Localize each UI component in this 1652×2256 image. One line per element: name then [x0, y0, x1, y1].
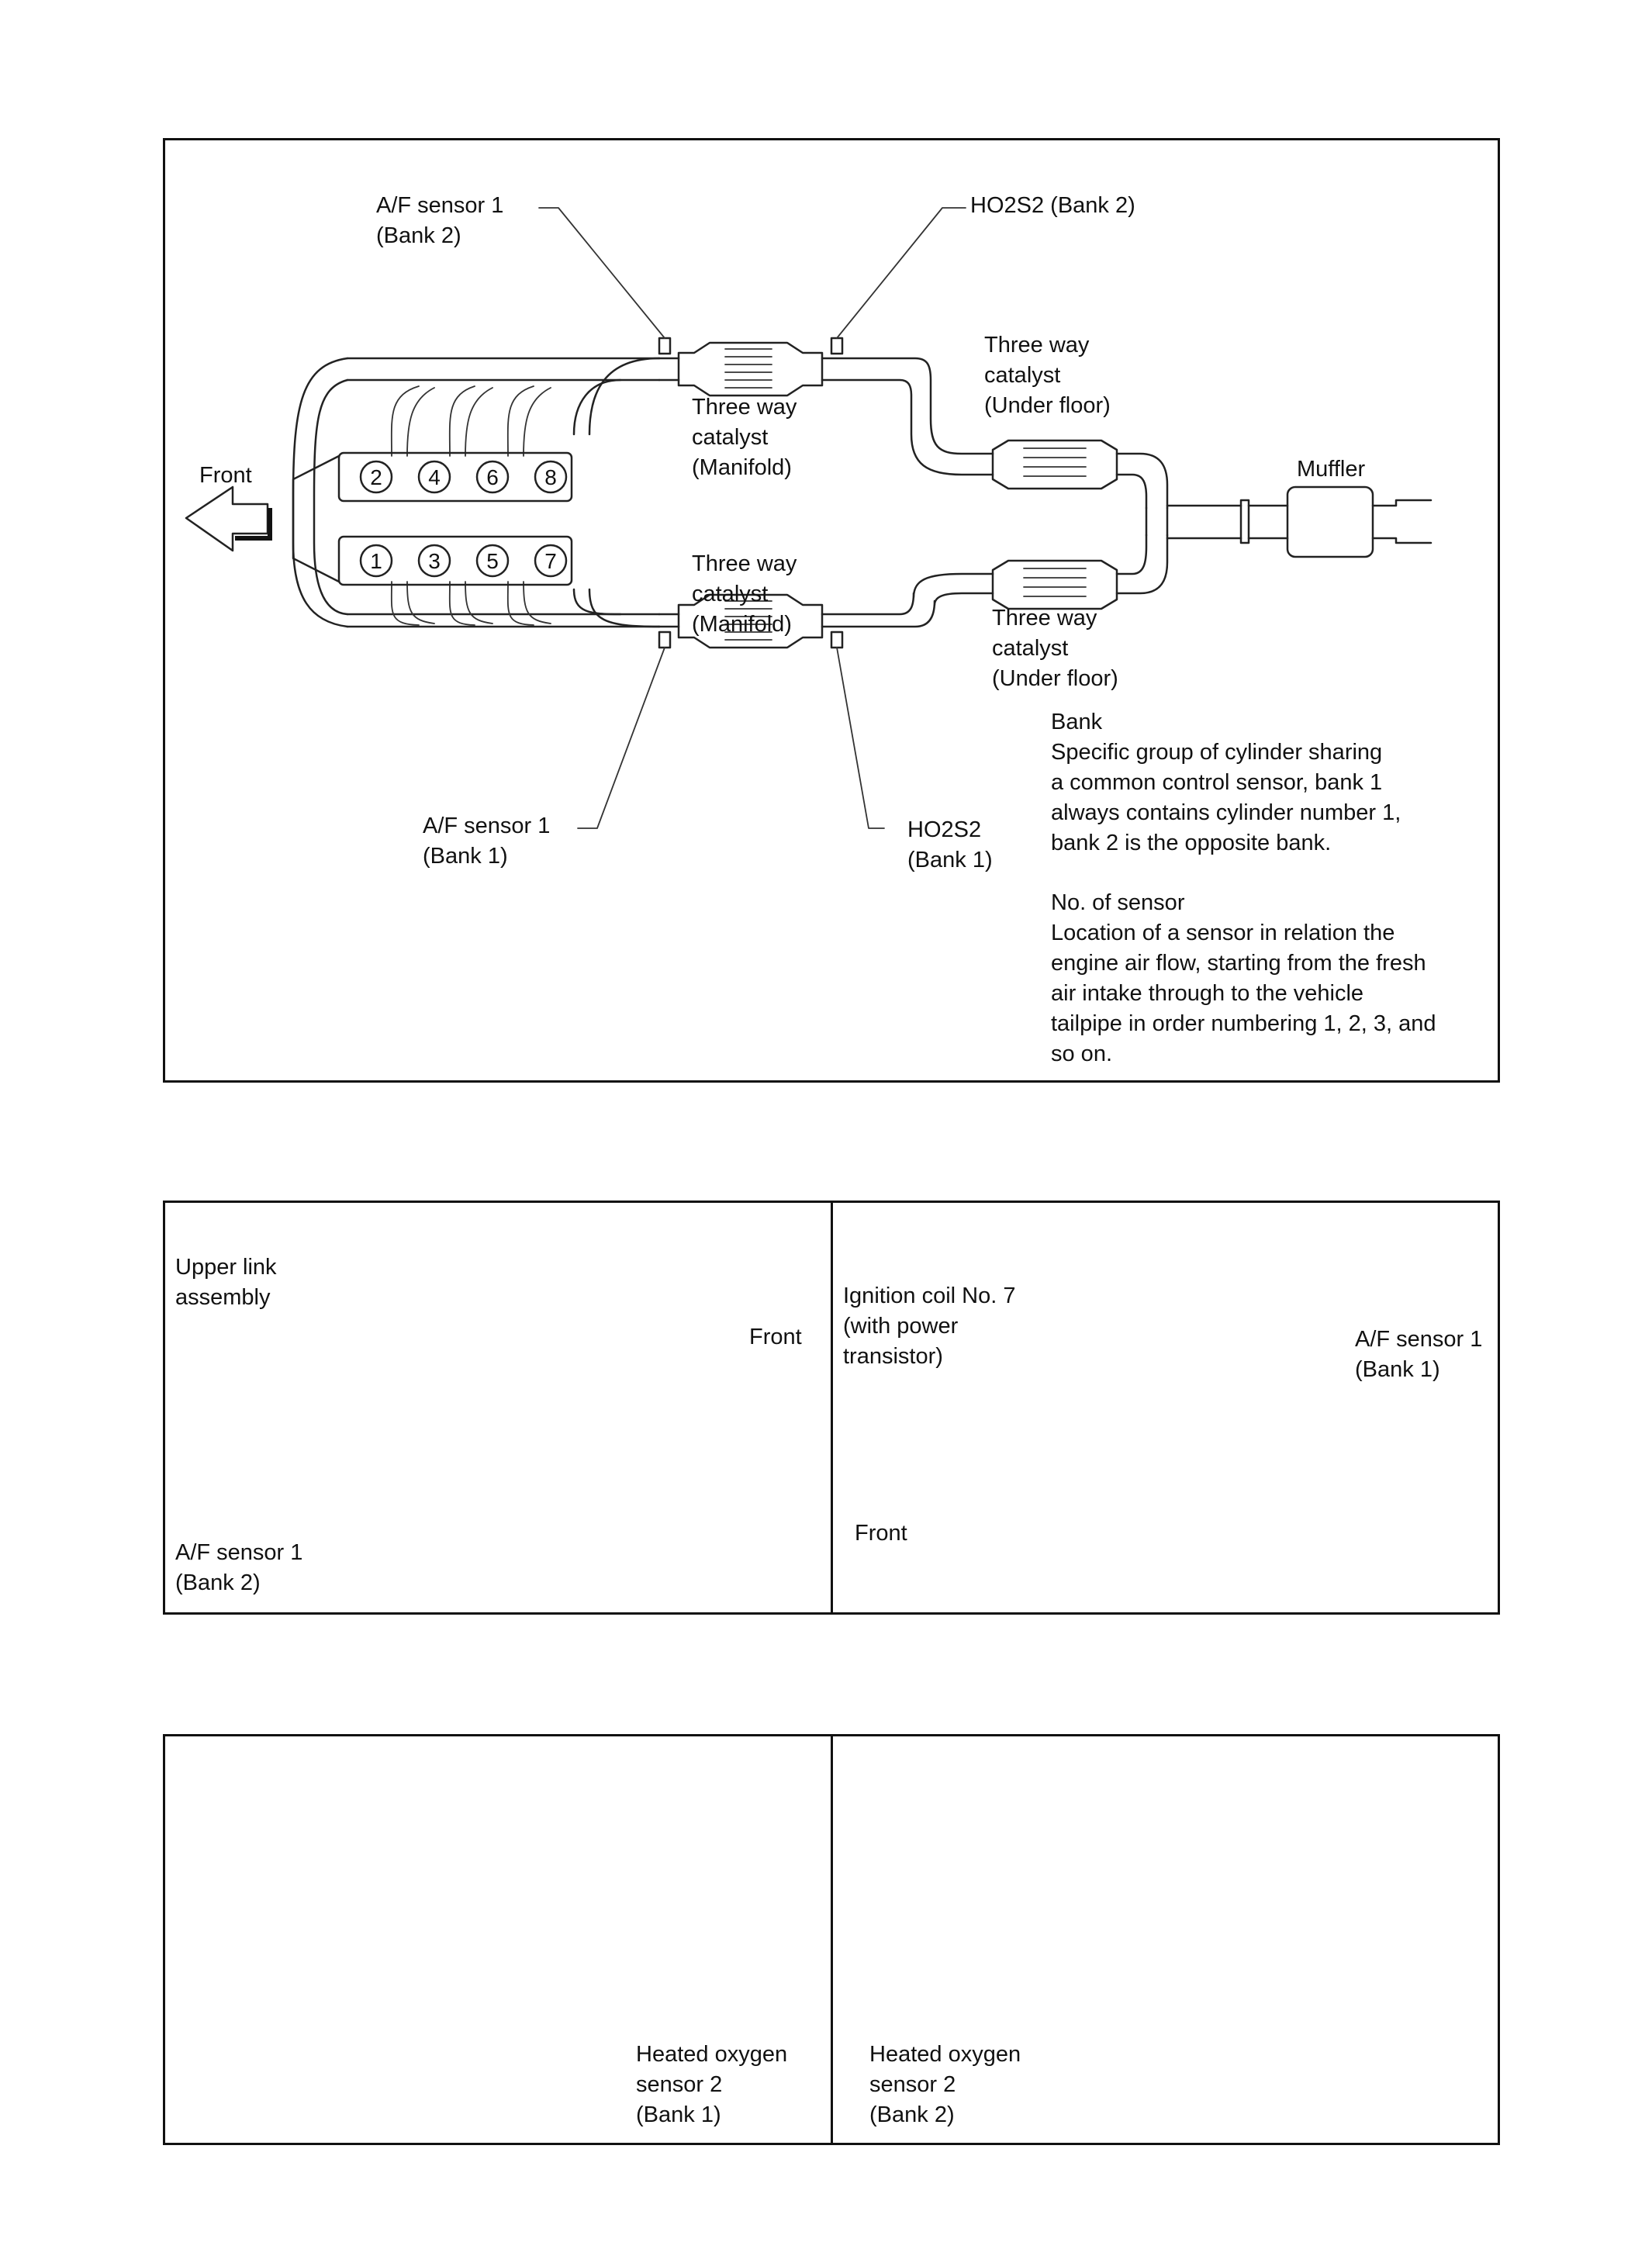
bottom-left-panel — [163, 1734, 833, 2145]
mid-left-front-label: Front — [749, 1325, 802, 1349]
catalyst-manifold-bank2-label: Three way catalyst (Manifold) — [692, 395, 797, 480]
af-sensor-bank2-label: A/F sensor 1 (Bank 2) — [376, 193, 504, 248]
cylinder-8-label: 8 — [544, 465, 557, 489]
ho2s2-bank2-label: HO2S2 (Bank 2) — [970, 193, 1135, 218]
heated-oxygen-sensor-bank1-label: Heated oxygen sensor 2 (Bank 1) — [636, 2042, 788, 2127]
cylinder-1-label: 1 — [370, 549, 382, 573]
cylinder-5-label: 5 — [486, 549, 499, 573]
mid-right-front-label: Front — [855, 1521, 907, 1546]
sensor-number-definition-note: No. of sensor Location of a sensor in re… — [1051, 890, 1436, 1066]
mid-right-panel — [831, 1201, 1500, 1615]
ho2s2-bank1-label: HO2S2 (Bank 1) — [907, 817, 993, 872]
cylinder-2 — [359, 460, 393, 494]
cylinder-4-label: 4 — [428, 465, 441, 489]
heated-oxygen-sensor-bank2-label: Heated oxygen sensor 2 (Bank 2) — [869, 2042, 1021, 2127]
exhaust-layout-diagram — [163, 138, 1500, 1083]
cylinder-7 — [534, 544, 568, 578]
cylinder-6-label: 6 — [486, 465, 499, 489]
catalyst-manifold-bank1-label: Three way catalyst (Manifold) — [692, 551, 797, 637]
bank1-exhaust-pipe — [658, 534, 1169, 649]
cylinder-7-label: 7 — [544, 549, 557, 573]
muffler-assembly — [1145, 485, 1433, 558]
mid-left-af-sensor-label: A/F sensor 1 (Bank 2) — [175, 1540, 303, 1595]
ignition-coil-label: Ignition coil No. 7 (with power transist… — [843, 1283, 1016, 1369]
cylinder-circles: 2 4 6 8 1 3 5 7 — [359, 460, 568, 578]
cylinder-3-label: 3 — [428, 549, 441, 573]
mid-left-panel — [163, 1201, 833, 1615]
engine-outline — [292, 357, 661, 628]
af-sensor-bank1-marker — [658, 631, 672, 649]
cylinder-4 — [417, 460, 451, 494]
front-arrow-icon — [185, 485, 269, 552]
ho2s2-bank1-marker — [830, 631, 844, 649]
bank-definition-note: Bank Specific group of cylinder sharing … — [1051, 710, 1401, 855]
ho2s2-bank2-marker — [830, 337, 844, 355]
catalyst-underfloor-bank1-label: Three way catalyst (Under floor) — [992, 606, 1118, 691]
cylinder-6 — [475, 460, 510, 494]
cylinder-5 — [475, 544, 510, 578]
front-label: Front — [199, 463, 252, 488]
af-sensor-bank2-marker — [658, 337, 672, 355]
bottom-right-panel — [831, 1734, 1500, 2145]
cylinder-8 — [534, 460, 568, 494]
bank2-head — [337, 451, 573, 503]
bank1-head — [337, 535, 573, 586]
cylinder-1 — [359, 544, 393, 578]
upper-link-assembly-label: Upper link assembly — [175, 1255, 277, 1310]
muffler-label: Muffler — [1297, 457, 1366, 482]
cylinder-3 — [417, 544, 451, 578]
bank2-exhaust-pipe — [658, 337, 1169, 510]
catalyst-underfloor-bank2-label: Three way catalyst (Under floor) — [984, 333, 1111, 418]
mid-right-af-sensor-label: A/F sensor 1 (Bank 1) — [1355, 1327, 1483, 1382]
leader-lines — [538, 207, 966, 829]
af-sensor-bank1-label: A/F sensor 1 (Bank 1) — [423, 814, 551, 869]
cylinder-2-label: 2 — [370, 465, 382, 489]
muffler-body — [1286, 485, 1374, 558]
